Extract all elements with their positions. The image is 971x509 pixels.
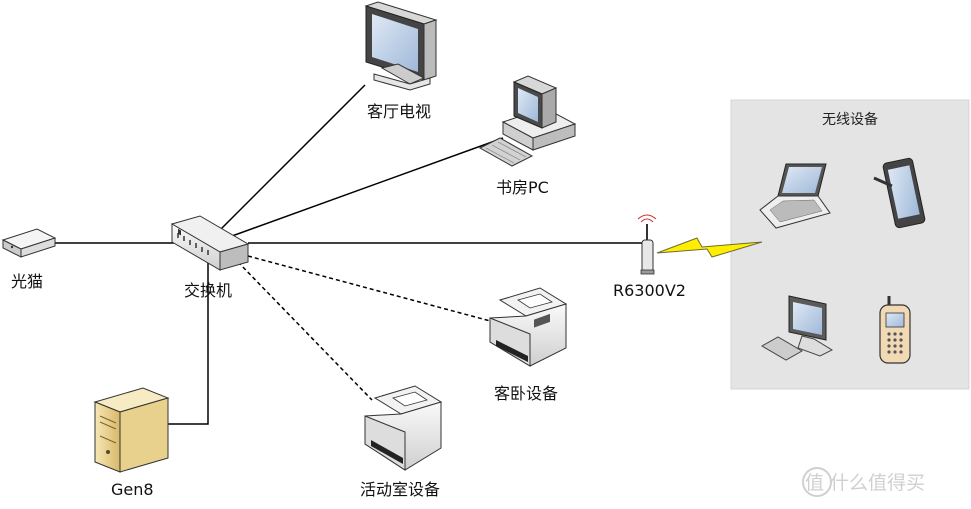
tablet-icon [873, 157, 926, 229]
link-switch-tv [217, 84, 366, 233]
label-activity-device: 活动室设备 [360, 480, 440, 499]
watermark: 值 什么值得买 [802, 467, 925, 497]
wireless-devices-panel: 无线设备 [730, 99, 970, 390]
link-switch-server [168, 258, 209, 425]
switch-icon [170, 215, 250, 271]
tv-monitor-icon [364, 1, 438, 91]
label-switch: 交换机 [184, 281, 232, 300]
study-pc-icon [478, 75, 577, 167]
laptop-icon [759, 163, 831, 229]
link-switch-bedroom [247, 255, 495, 323]
connections [55, 84, 646, 425]
wireless-signal-icon [656, 237, 763, 258]
link-switch-activity [237, 261, 373, 401]
desktop-monitor-icon [760, 295, 834, 361]
watermark-text: 值 什么值得买 [805, 472, 925, 494]
label-modem: 光猫 [11, 272, 43, 291]
server-icon [93, 387, 170, 473]
label-router: R6300V2 [613, 281, 686, 300]
label-bedroom-device: 客卧设备 [494, 384, 558, 403]
smzdm-logo-icon [802, 467, 832, 497]
wireless-panel-title: 无线设备 [822, 111, 878, 128]
modem-icon [1, 228, 57, 258]
link-switch-study-pc [231, 137, 504, 237]
bedroom-device-icon [489, 287, 568, 367]
mobile-phone-icon [879, 296, 911, 364]
label-tv: 客厅电视 [367, 102, 431, 121]
label-server: Gen8 [111, 480, 154, 499]
label-study-pc: 书房PC [496, 178, 549, 197]
activity-room-device-icon [364, 385, 443, 471]
router-icon [637, 214, 657, 275]
